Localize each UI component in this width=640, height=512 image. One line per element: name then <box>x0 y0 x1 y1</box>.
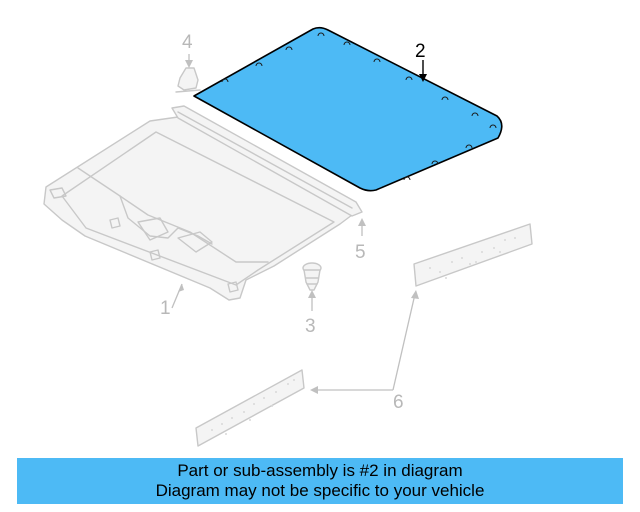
trim-strip-part <box>171 105 363 217</box>
callout-1-label: 1 <box>160 298 171 319</box>
retainer-clip-part <box>302 262 322 291</box>
callout-1: 1 <box>160 283 184 319</box>
insulator-pads-part <box>195 223 533 447</box>
callout-2-label: 2 <box>415 41 426 62</box>
callout-6: 6 <box>310 290 419 413</box>
sunroof-shade-panel-part[interactable] <box>193 26 503 192</box>
caption-banner: Part or sub-assembly is #2 in diagram Di… <box>17 458 623 504</box>
callout-5-label: 5 <box>355 242 366 263</box>
bracket-part <box>175 67 201 93</box>
callout-4-label: 4 <box>182 32 193 53</box>
caption-line-1: Part or sub-assembly is #2 in diagram <box>177 461 463 480</box>
callout-4: 4 <box>182 32 193 68</box>
callout-3: 3 <box>305 290 316 337</box>
caption-line-2: Diagram may not be specific to your vehi… <box>155 481 485 500</box>
parts-diagram: 1 2 3 4 5 6 <box>43 26 533 447</box>
callout-2: 2 <box>415 41 427 82</box>
callout-5: 5 <box>355 218 366 263</box>
callout-3-label: 3 <box>305 316 316 337</box>
callout-6-label: 6 <box>393 392 404 413</box>
